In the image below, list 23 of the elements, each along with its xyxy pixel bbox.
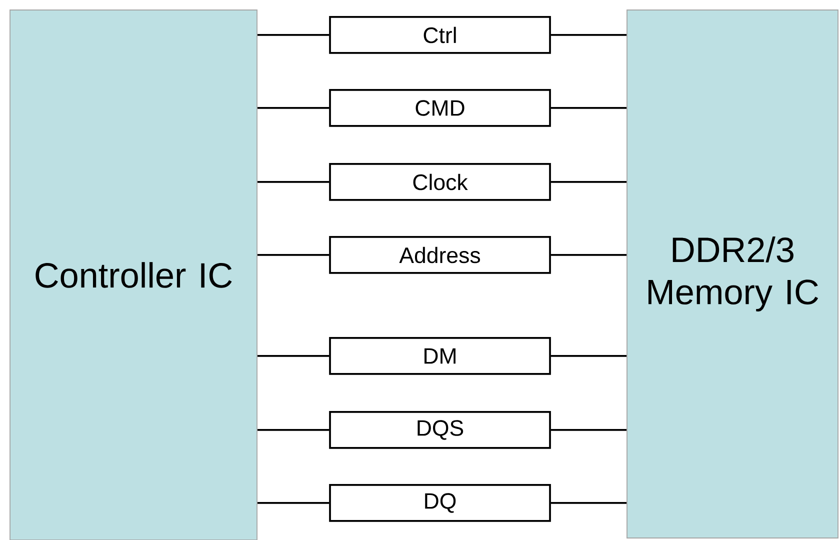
signal-box: DQ xyxy=(329,484,551,522)
connector-line xyxy=(257,107,330,109)
chip-block: Controller IC xyxy=(10,10,258,540)
connector-line xyxy=(257,181,330,183)
connector-line xyxy=(257,429,330,431)
signal-box: Address xyxy=(329,236,551,274)
connector-line xyxy=(257,254,330,256)
connector-line xyxy=(550,107,627,109)
signal-box: DM xyxy=(329,337,551,375)
signal-box: CMD xyxy=(329,89,551,127)
chip-block: DDR2/3 Memory IC xyxy=(626,10,838,538)
connector-line xyxy=(257,34,330,36)
signal-box: Clock xyxy=(329,163,551,201)
connector-line xyxy=(550,34,627,36)
connector-line xyxy=(257,355,330,357)
signal-box: Ctrl xyxy=(329,16,551,54)
connector-line xyxy=(550,429,627,431)
connector-line xyxy=(550,181,627,183)
connector-line xyxy=(550,355,627,357)
connector-line xyxy=(550,254,627,256)
connector-line xyxy=(257,502,330,504)
signal-box: DQS xyxy=(329,411,551,449)
connector-line xyxy=(550,502,627,504)
